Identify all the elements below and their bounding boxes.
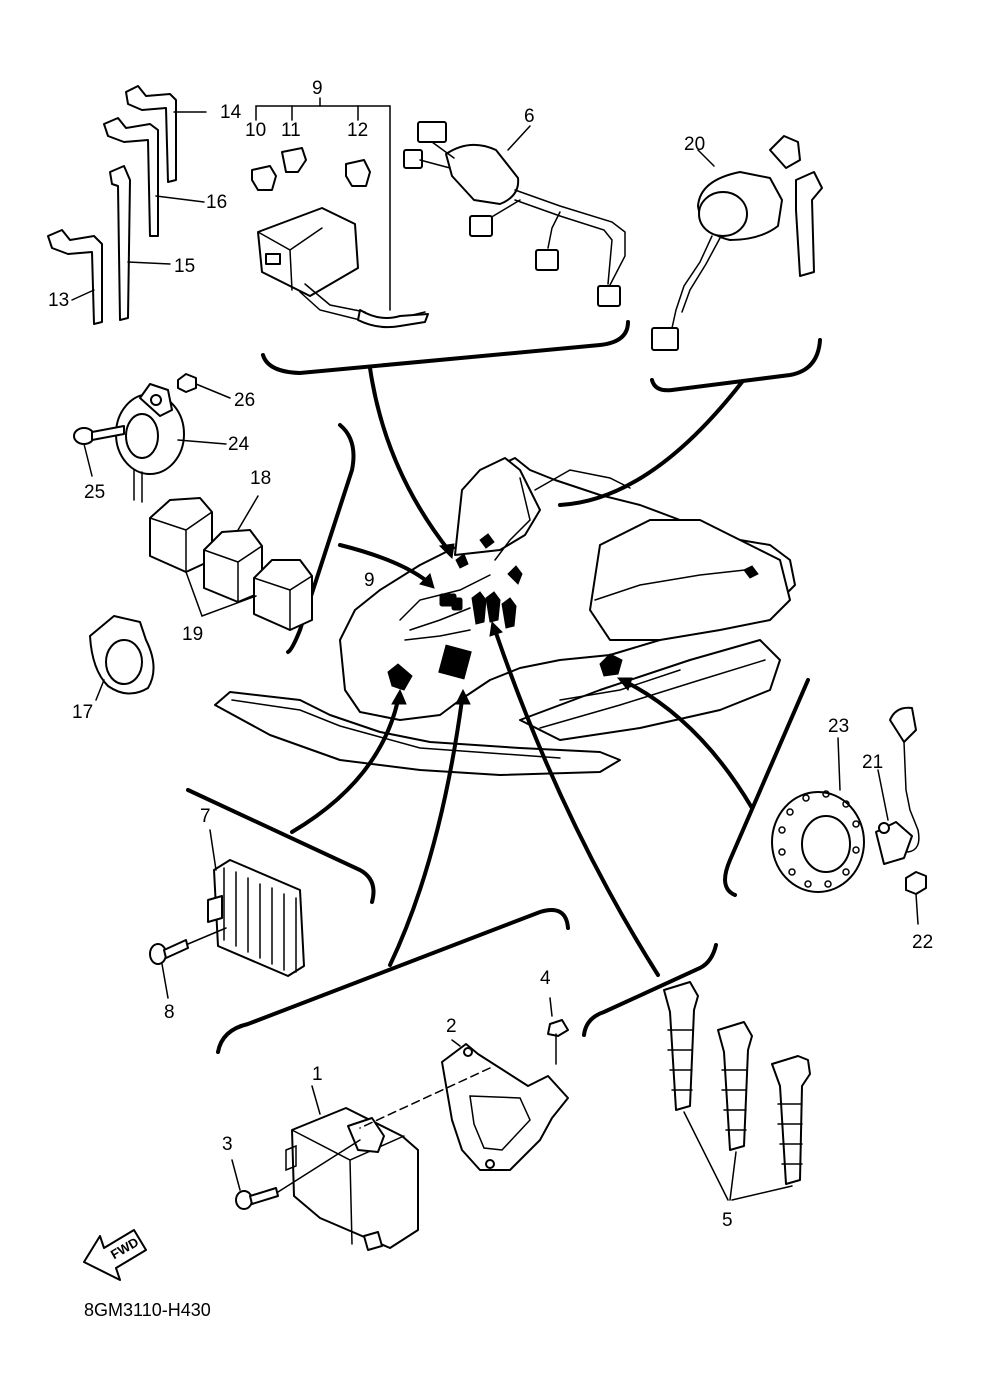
callout-8: 8 (164, 1002, 175, 1023)
callout-12: 12 (347, 120, 368, 141)
ecu-part-1 (285, 1085, 419, 1251)
callout-17: 17 (72, 702, 93, 723)
snowmobile-body (214, 457, 796, 776)
callout-20: 20 (684, 134, 705, 155)
screw-part-4 (547, 997, 569, 1065)
ignition-switch-part-20 (651, 135, 823, 351)
callout-24: 24 (228, 434, 250, 455)
buzzer-part-24 (115, 383, 227, 503)
nut-part-26 (177, 373, 231, 399)
wire-harness-part-6 (403, 121, 626, 307)
callout-18: 18 (250, 468, 271, 489)
callout-22: 22 (912, 932, 933, 953)
cable-ties (47, 85, 207, 325)
callout-3: 3 (222, 1134, 233, 1155)
callout-21: 21 (862, 752, 883, 773)
fwd-arrow-icon: FWD (83, 1229, 147, 1281)
callout-16: 16 (206, 192, 227, 213)
callout-13: 13 (48, 290, 69, 311)
bracket-part-2 (359, 1039, 569, 1171)
spark-plug-caps-part-5 (663, 981, 811, 1201)
callout-9-top: 9 (312, 78, 323, 99)
callout-19: 19 (182, 624, 203, 645)
callout-2: 2 (446, 1016, 457, 1037)
sensor-part-21 (875, 706, 920, 865)
callout-25: 25 (84, 482, 105, 503)
bolt-part-8 (149, 927, 227, 999)
callout-4: 4 (540, 968, 551, 989)
rectifier-regulator-part-7 (207, 829, 305, 977)
callout-1: 1 (312, 1064, 323, 1085)
callout-26: 26 (234, 390, 255, 411)
bolt-part-3 (231, 1139, 361, 1210)
relays-parts-18-19 (149, 495, 313, 631)
fuse-box-assembly (251, 97, 429, 329)
bolt-part-25 (73, 425, 125, 477)
callout-10: 10 (245, 120, 266, 141)
callout-14: 14 (220, 102, 242, 123)
callout-23: 23 (828, 716, 849, 737)
diagram-code: 8GM3110-H430 (84, 1300, 211, 1320)
callout-7: 7 (200, 806, 211, 827)
callout-5: 5 (722, 1210, 733, 1231)
callout-6: 6 (524, 106, 535, 127)
callout-11: 11 (281, 120, 301, 141)
nut-part-22 (905, 871, 927, 925)
callout-15: 15 (174, 256, 195, 277)
callout-labels: 1 2 3 4 5 6 7 8 9 9 10 11 12 13 14 15 16… (48, 78, 933, 1231)
rotor-part-23 (771, 737, 865, 893)
callout-9-body: 9 (364, 570, 375, 591)
clamp-part-17 (89, 615, 155, 701)
group-brackets (186, 320, 822, 1054)
